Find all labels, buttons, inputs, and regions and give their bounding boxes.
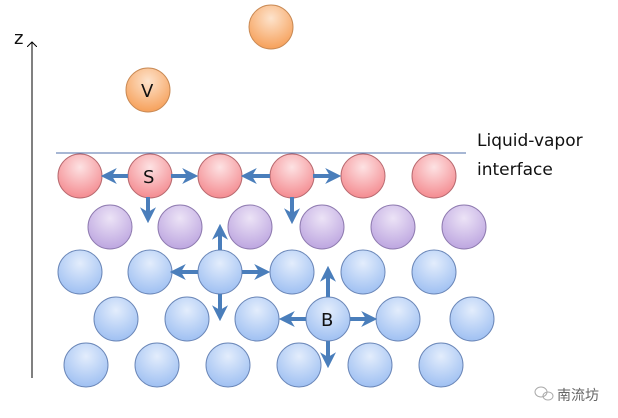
subsurface-particle	[227, 204, 273, 250]
bulk-particle	[269, 249, 315, 295]
bulk-particle	[340, 249, 386, 295]
bulk-particle	[449, 296, 495, 342]
bulk-particle-label: B	[321, 310, 333, 331]
interface-label-line1: Liquid-vapor	[477, 131, 583, 151]
subsurface-particle	[157, 204, 203, 250]
surface-particle	[340, 153, 386, 199]
bulk-particle	[276, 342, 322, 388]
z-axis-label: z	[14, 28, 23, 49]
surface-particle	[197, 153, 243, 199]
bulk-particle	[63, 342, 109, 388]
bulk-particle	[234, 296, 280, 342]
bulk-particle	[411, 249, 457, 295]
bulk-particle	[127, 249, 173, 295]
surface-particle-label: S	[143, 167, 154, 188]
particles	[57, 4, 495, 388]
bulk-particle	[197, 249, 243, 295]
watermark-text: 南流坊	[557, 388, 599, 404]
subsurface-particle	[370, 204, 416, 250]
interface-label-line2: interface	[477, 160, 553, 180]
wechat-icon	[534, 386, 554, 401]
bulk-particle	[57, 249, 103, 295]
vapor-particle	[125, 67, 171, 113]
bulk-particle	[418, 342, 464, 388]
vapor-particle-label: V	[141, 81, 154, 102]
vapor-particle	[248, 4, 294, 50]
surface-particle	[57, 153, 103, 199]
bulk-particle	[164, 296, 210, 342]
interaction-arrows	[100, 168, 378, 369]
bulk-particle	[205, 342, 251, 388]
bulk-particle	[93, 296, 139, 342]
bulk-particle	[375, 296, 421, 342]
subsurface-particle	[441, 204, 487, 250]
bulk-particle	[134, 342, 180, 388]
subsurface-particle	[87, 204, 133, 250]
surface-particle	[411, 153, 457, 199]
bulk-particle	[347, 342, 393, 388]
subsurface-particle	[299, 204, 345, 250]
surface-particle	[269, 153, 315, 199]
